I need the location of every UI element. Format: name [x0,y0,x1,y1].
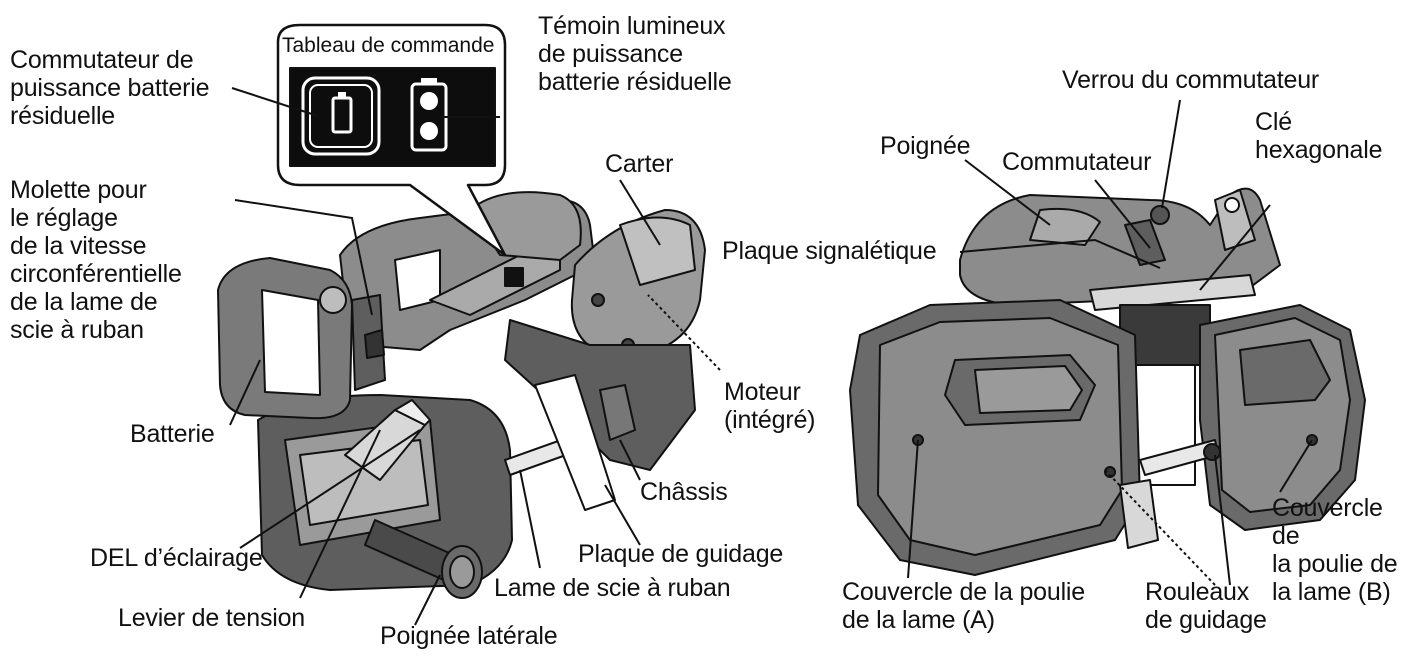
battery-indicator-lamps [410,78,448,152]
leader-switch-lock [1161,99,1181,209]
leader-led-light [239,429,421,549]
label-nameplate: Plaque signalétique [722,237,937,265]
leader-speed-dial [234,199,373,316]
label-battery-switch: Commutateur de puissance batterie résidu… [10,46,210,130]
leader-switch [1094,179,1151,249]
leader-battery [229,359,261,426]
leader-guide-roller-2 [1214,454,1231,586]
label-pulley-cover-b: Couvercle de la poulie de la lame (B) [1272,494,1398,606]
label-speed-dial: Molette pour le réglage de la vitesse ci… [10,176,182,344]
control-panel-title: Tableau de commande [282,34,495,57]
leader-pulley-cover-b [1279,439,1313,493]
pulley-cover-a [849,299,1141,576]
left-saw-view [217,191,706,599]
right-saw-view [849,187,1366,576]
leader-handle [964,159,1051,226]
leader-guide-roller-1 [1104,469,1216,586]
battery-icon [331,92,353,134]
label-hex-key: Clé hexagonale [1255,108,1383,164]
label-pulley-cover-a: Couvercle de la poulie de la lame (A) [842,578,1085,634]
leader-battery-switch [231,87,319,117]
label-gear-case: Carter [605,150,674,178]
leader-blade [519,469,541,569]
pulley-cover-b [1199,304,1366,531]
leader-guide-plate [604,484,641,546]
leader-hex-key [1199,204,1271,291]
label-chassis: Châssis [640,478,728,506]
label-battery: Batterie [130,420,215,448]
battery-switch-button [301,76,381,156]
leader-tension-lever [299,429,381,599]
label-switch: Commutateur [1002,148,1152,176]
label-battery-indicator: Témoin lumineux de puissance batterie ré… [538,12,732,96]
side-handle [364,519,483,599]
label-guide-rollers: Rouleaux de guidage [1145,578,1267,634]
leader-motor [647,294,721,371]
label-switch-lock: Verrou du commutateur [1062,66,1320,94]
leader-lines [229,87,1313,626]
label-led-light: DEL d’éclairage [90,544,263,572]
control-panel-on-tool [504,267,524,287]
label-motor: Moteur (intégré) [724,378,816,434]
label-blade: Lame de scie à ruban [494,574,731,602]
guide-plate [534,374,616,511]
leader-pulley-cover-a [907,439,919,579]
label-handle: Poignée [880,132,971,160]
leader-chassis [619,439,641,481]
leader-side-handle [414,574,441,626]
control-panel-callout [276,23,507,257]
label-guide-plate: Plaque de guidage [578,540,784,568]
leader-gear-case [619,179,661,246]
label-tension-lever: Levier de tension [118,604,306,632]
label-side-handle: Poignée latérale [380,622,558,650]
motor-gear-case [570,209,706,356]
leader-nameplate [959,238,1161,269]
